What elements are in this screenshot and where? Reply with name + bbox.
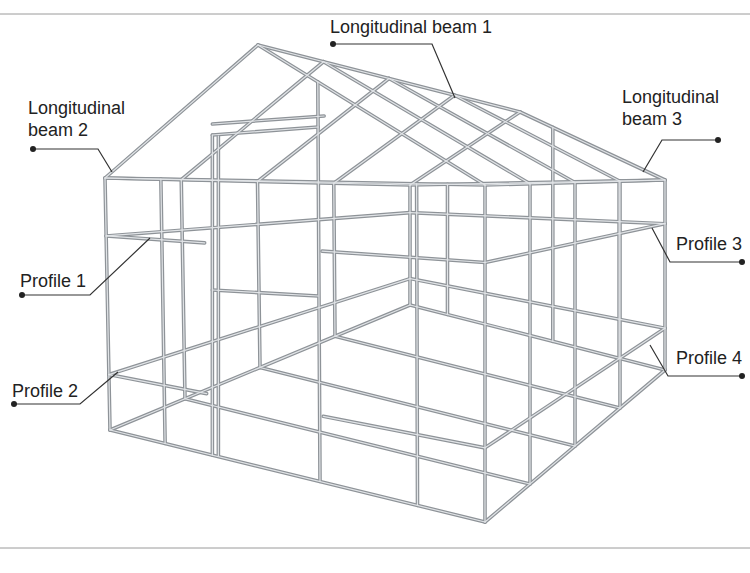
frame-pipe — [181, 62, 323, 180]
greenhouse-frame — [105, 45, 665, 522]
frame-pipe — [110, 430, 485, 522]
frame-pipe-highlight — [258, 45, 485, 185]
frame-pipe-highlight — [109, 279, 410, 375]
frame-pipe — [318, 82, 320, 482]
frame-pipe — [161, 179, 165, 443]
frame-pipe-highlight — [447, 184, 448, 314]
frame-pipe — [573, 183, 577, 447]
frame-pipe-highlight — [258, 45, 520, 112]
frame-pipe-highlight — [416, 184, 418, 506]
frame-pipe-highlight — [212, 290, 318, 296]
frame-pipe-highlight — [389, 79, 575, 183]
leader-dot — [30, 146, 36, 152]
leader-line — [333, 44, 455, 98]
frame-pipe-highlight — [110, 430, 485, 522]
frame-pipe-highlight — [485, 224, 665, 263]
frame-pipe-highlight — [105, 45, 258, 178]
frame-pipe — [323, 416, 485, 448]
frame-pipe — [324, 62, 531, 184]
frame-pipe-highlight — [335, 336, 620, 408]
frame-pipe — [212, 116, 324, 124]
frame-pipe-highlight — [324, 62, 531, 184]
frame-pipe-highlight — [410, 180, 665, 185]
frame-pipe — [258, 45, 520, 112]
frame-pipe — [106, 236, 205, 243]
part-label: Profile 1 — [20, 270, 120, 292]
frame-pipe-highlight — [529, 184, 530, 484]
frame-pipe-highlight — [484, 185, 485, 522]
frame-pipe-highlight — [410, 279, 665, 329]
frame-pipe — [258, 182, 261, 368]
leader-lines — [11, 41, 745, 407]
part-label: Profile 3 — [676, 233, 746, 255]
frame-pipe — [408, 185, 412, 305]
frame-pipe — [663, 180, 667, 370]
frame-pipe — [105, 45, 258, 178]
frame-pipe-highlight — [212, 135, 213, 455]
frame-pipe-highlight — [181, 180, 185, 399]
leader-line — [643, 140, 718, 172]
frame-pipe-highlight — [334, 95, 455, 183]
frame-pipe-highlight — [334, 183, 335, 336]
frame-pipe — [181, 180, 185, 399]
frame-pipe — [212, 290, 318, 296]
part-label: Longitudinal beam 3 — [622, 86, 740, 130]
frame-pipe-highlight — [106, 236, 205, 243]
frame-pipe-highlight — [258, 182, 261, 368]
frame-pipe-highlight — [212, 116, 324, 124]
frame-pipe-highlight — [185, 399, 530, 484]
frame-pipe-highlight — [410, 112, 520, 185]
frame-pipe-highlight — [109, 375, 207, 394]
frame-pipe-highlight — [552, 127, 553, 341]
part-label: Longitudinal beam 2 — [28, 97, 146, 141]
part-label: Profile 2 — [12, 380, 112, 402]
frame-pipe-highlight — [618, 181, 619, 358]
frame-pipe — [410, 180, 665, 185]
frame-pipe — [389, 79, 575, 183]
frame-pipe — [334, 95, 455, 183]
frame-pipe-highlight — [409, 185, 410, 305]
frame-pipe — [410, 305, 665, 370]
frame-pipe — [105, 178, 110, 430]
frame-pipe — [212, 127, 318, 135]
leader-dot — [330, 41, 336, 47]
frame-pipe-highlight — [619, 181, 620, 408]
frame-pipe — [618, 181, 622, 408]
frame-pipe — [322, 251, 485, 262]
leader-dot — [739, 259, 745, 265]
frame-pipe-highlight — [105, 178, 485, 185]
frame-pipe-highlight — [218, 136, 219, 456]
frame-pipe-highlight — [323, 416, 485, 448]
leader-dot — [739, 373, 745, 379]
frame-pipe-highlight — [410, 305, 665, 370]
frame-pipe-highlight — [212, 127, 318, 135]
frame-pipe-highlight — [664, 180, 665, 370]
part-label: Profile 4 — [676, 347, 746, 369]
frame-pipe-highlight — [105, 178, 110, 430]
frame-pipe — [334, 183, 335, 336]
frame-pipe-highlight — [106, 213, 410, 236]
leader-dot — [19, 292, 25, 298]
leader-dot — [715, 137, 721, 143]
leader-line — [33, 149, 112, 172]
frame-rule — [0, 548, 750, 549]
part-label: Longitudinal beam 1 — [330, 16, 530, 38]
frame-pipe-highlight — [181, 62, 323, 180]
leader-dot — [11, 401, 17, 407]
frame-pipe — [109, 375, 207, 394]
frame-pipe-highlight — [410, 213, 665, 224]
frame-pipe — [551, 127, 555, 341]
frame-pipe — [185, 399, 530, 484]
frame-pipe-highlight — [260, 368, 575, 447]
frame-pipe — [446, 184, 450, 314]
frame-pipe-highlight — [322, 251, 485, 262]
frame-pipe-highlight — [318, 82, 320, 482]
frame-pipe-highlight — [574, 183, 575, 447]
frame-rule — [0, 14, 750, 15]
frame-pipe-highlight — [455, 95, 621, 181]
frame-pipe-highlight — [161, 179, 165, 443]
